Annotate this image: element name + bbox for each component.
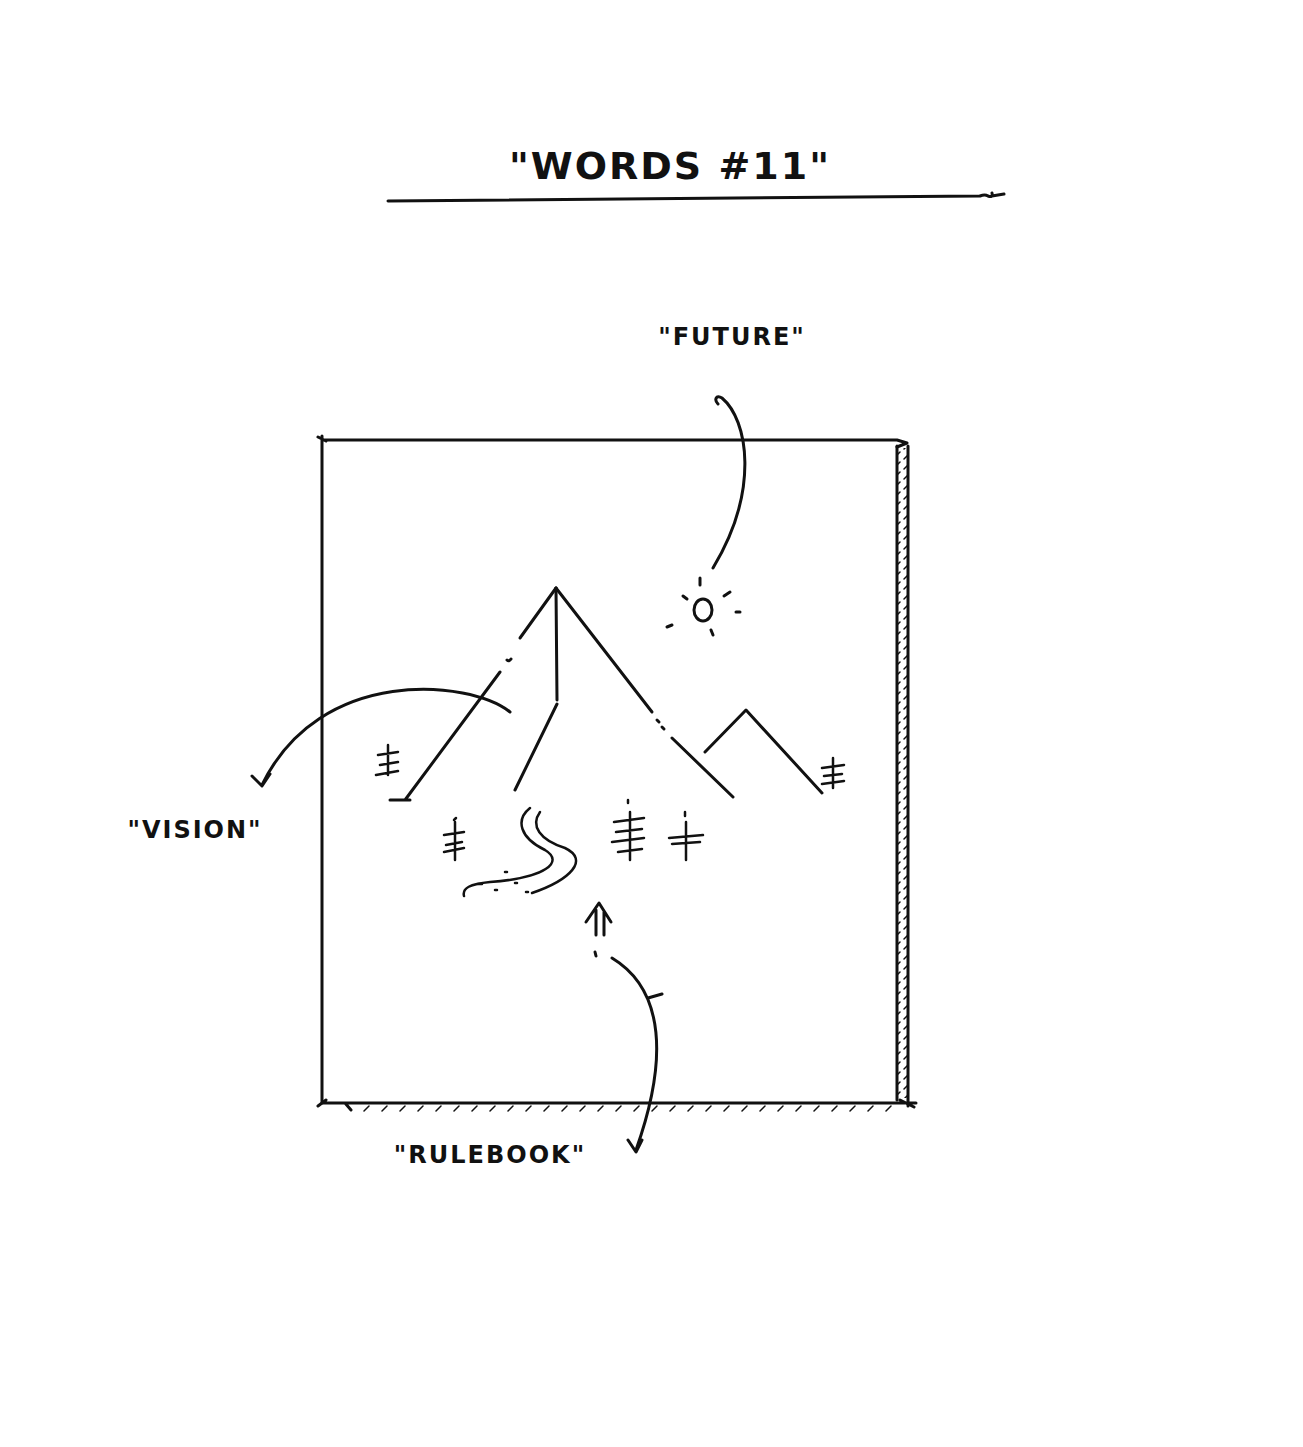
callout-label: "FUTURE" <box>658 323 806 351</box>
river <box>464 808 576 896</box>
picture-frame <box>318 436 916 1112</box>
leader-line <box>713 397 745 568</box>
callout-label: "RULEBOOK" <box>394 1141 586 1169</box>
up-arrow <box>586 903 611 956</box>
sun <box>667 578 740 635</box>
callout-label: "VISION" <box>127 816 262 844</box>
title-underline <box>388 193 1004 201</box>
tree <box>376 745 844 860</box>
leader-line <box>252 689 510 786</box>
diagram-title: "WORDS #11" <box>509 144 831 188</box>
leader-line <box>612 958 662 1152</box>
mountain <box>390 588 822 800</box>
